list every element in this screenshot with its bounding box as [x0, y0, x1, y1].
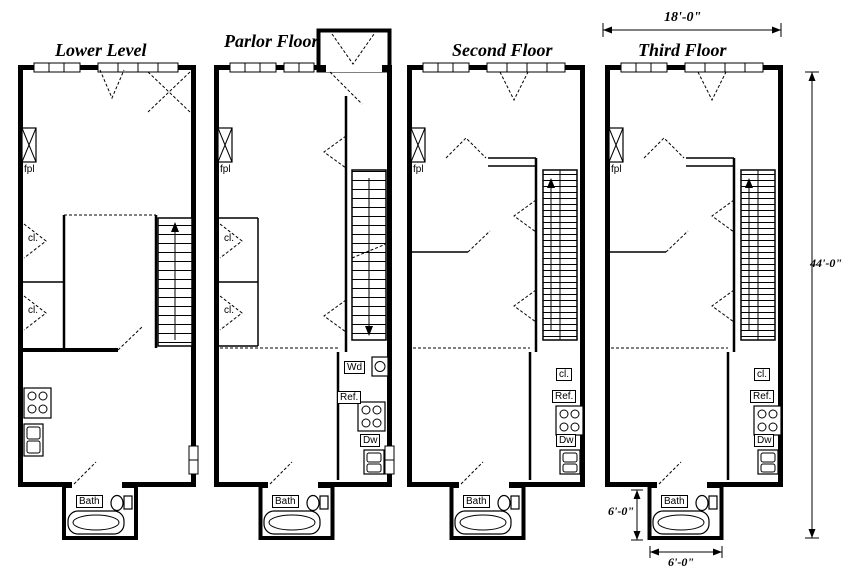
dimension-lines: [602, 23, 819, 558]
label-fpl: fpl: [24, 164, 35, 175]
toilet-icon: [306, 494, 329, 512]
plan-title-second-floor: Second Floor: [452, 40, 553, 60]
washer-dryer-icon: [371, 356, 389, 377]
toilet-icon: [110, 494, 133, 512]
dimension-overall-depth: 44'-0": [810, 256, 842, 270]
fireplace-icon: [217, 127, 233, 163]
label-dishwasher: Dw: [360, 434, 381, 447]
label-refrigerator: Ref.: [750, 390, 775, 403]
label-fpl: fpl: [220, 164, 231, 175]
floorplan-second-floor: [407, 62, 585, 540]
plan-title-lower-level: Lower Level: [55, 40, 147, 60]
sink-icon: [559, 449, 581, 475]
windows: [229, 62, 395, 475]
sink-icon: [23, 423, 44, 457]
door-swings: [23, 69, 191, 485]
door-swings: [413, 71, 537, 485]
bathtub-icon: [454, 510, 512, 535]
door-swings: [611, 71, 735, 485]
plan-title-parlor-floor: Parlor Floor: [224, 31, 319, 51]
windows: [33, 62, 199, 475]
floorplan-third-floor: [605, 62, 783, 540]
label-closet: cl.: [28, 233, 38, 244]
label-refrigerator: Ref.: [337, 391, 362, 404]
fireplace-icon: [608, 127, 624, 163]
label-bath: Bath: [76, 495, 103, 508]
bathtub-icon: [652, 510, 710, 535]
label-closet: cl.: [224, 305, 234, 316]
floorplan-lower-level: [18, 62, 199, 540]
toilet-icon: [497, 494, 520, 512]
floorplan-parlor-floor: [214, 28, 395, 540]
fireplace-icon: [410, 127, 426, 163]
stairs-icon: [740, 169, 776, 341]
label-washer-dryer: Wd: [344, 361, 365, 374]
stove-icon: [753, 405, 782, 436]
label-closet: cl.: [28, 305, 38, 316]
label-dishwasher: Dw: [754, 434, 775, 447]
stove-icon: [23, 387, 52, 419]
windows: [422, 62, 566, 73]
stairs-icon: [351, 169, 387, 341]
sink-icon: [363, 449, 385, 475]
label-closet: cl.: [224, 233, 234, 244]
bathtub-icon: [67, 510, 125, 535]
stove-icon: [555, 405, 584, 436]
bathtub-icon: [263, 510, 321, 535]
door-swings: [219, 33, 375, 485]
dimension-bath-width: 6'-0": [668, 555, 694, 569]
label-bath: Bath: [661, 495, 688, 508]
stairs-icon: [157, 217, 193, 347]
label-bath: Bath: [463, 495, 490, 508]
toilet-icon: [695, 494, 718, 512]
label-closet: cl.: [754, 368, 770, 381]
label-fpl: fpl: [611, 164, 622, 175]
plan-title-third-floor: Third Floor: [638, 40, 727, 60]
sink-icon: [757, 449, 779, 475]
label-fpl: fpl: [413, 164, 424, 175]
dimension-overall-width: 18'-0": [664, 10, 702, 25]
label-dishwasher: Dw: [556, 434, 577, 447]
stairs-icon: [542, 169, 578, 341]
windows: [620, 62, 764, 73]
fireplace-icon: [21, 127, 37, 163]
label-bath: Bath: [272, 495, 299, 508]
label-closet: cl.: [556, 368, 572, 381]
label-refrigerator: Ref.: [552, 390, 577, 403]
stove-icon: [357, 401, 386, 432]
dimension-bath-depth: 6'-0": [608, 504, 634, 518]
